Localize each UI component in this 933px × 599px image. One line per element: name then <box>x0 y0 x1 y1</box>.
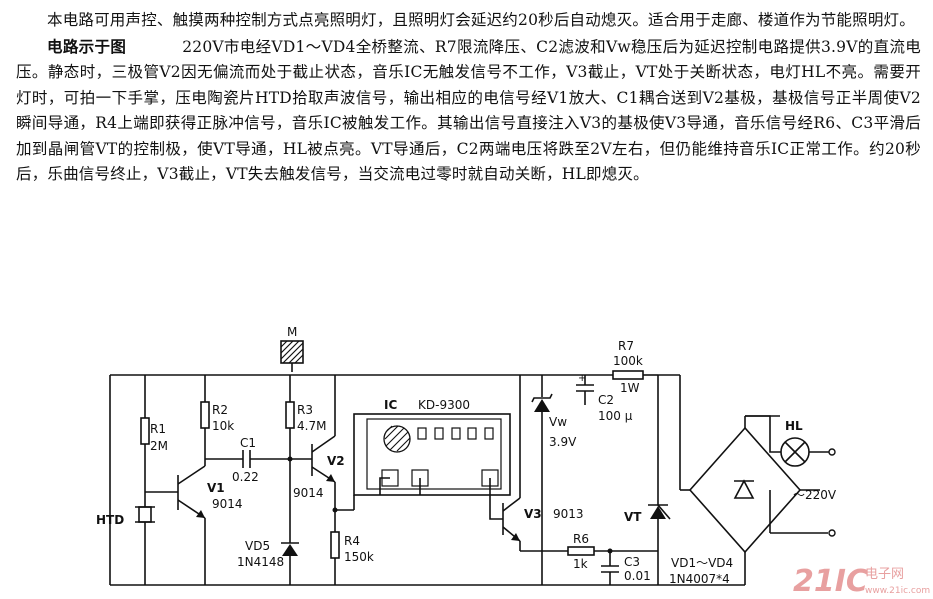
vd5-type: 1N4148 <box>237 555 284 569</box>
r7-value: 100k <box>613 354 643 368</box>
thyristor-vt: VT <box>624 375 671 585</box>
transistor-v3: V3 9013 <box>502 375 584 551</box>
resistor-r2: R2 10k <box>200 375 234 466</box>
vw-value: 3.9V <box>549 435 577 449</box>
v2-type: 9014 <box>293 486 324 500</box>
piezo-htd: HTD <box>96 491 178 585</box>
bridge-label: VD1～VD4 <box>671 556 733 570</box>
c3-label: C3 <box>624 555 640 569</box>
watermark-cn: 电子网 <box>865 567 904 582</box>
capacitor-c1: C1 0.22 <box>205 436 312 484</box>
watermark-url: www.21ic.com <box>865 586 930 596</box>
paragraph-2-body: 220V市电经VD1～VD4全桥整流、R7限流降压、C2滤波和Vw稳压后为延迟控… <box>16 37 921 184</box>
transistor-v2: V2 9014 <box>293 375 345 532</box>
resistor-r4: R4 150k <box>330 495 374 585</box>
r4-value: 150k <box>344 550 374 564</box>
c2-label: C2 <box>598 393 614 407</box>
r6-value: 1k <box>573 557 588 571</box>
resistor-r3: R3 4.7M <box>285 375 326 534</box>
ic-label: IC <box>384 398 397 412</box>
description-text: 本电路可用声控、触摸两种控制方式点亮照明灯，且照明灯会延迟约20秒后自动熄灭。适… <box>16 8 921 188</box>
v3-label: V3 <box>524 507 542 521</box>
r2-value: 10k <box>212 419 234 433</box>
c3-value: 0.01 <box>624 569 651 583</box>
r7-power: 1W <box>620 381 640 395</box>
vd5-label: VD5 <box>245 539 270 553</box>
capacitor-c2: + C2 100 μ <box>542 373 633 423</box>
figure-reference: 电路示于图 <box>47 36 127 56</box>
ic-type: KD-9300 <box>418 398 470 412</box>
r1-value: 2M <box>150 439 168 453</box>
vt-label: VT <box>624 510 642 524</box>
bridge-rectifier: VD1～VD4 1N4007*4 <box>658 374 820 586</box>
capacitor-c3: C3 0.01 <box>601 551 651 585</box>
transistor-v1: V1 9014 <box>177 465 243 585</box>
r3-label: R3 <box>297 403 313 417</box>
diode-vd5: VD5 1N4148 <box>237 534 299 585</box>
bridge-type: 1N4007*4 <box>669 572 730 586</box>
zener-vw: Vw 3.9V <box>531 375 577 585</box>
c1-label: C1 <box>240 436 256 450</box>
vw-label: Vw <box>549 415 567 429</box>
resistor-r7: R7 100k 1W <box>585 339 658 395</box>
resistor-r1: R1 2M <box>140 375 168 507</box>
r6-label: R6 <box>573 532 589 546</box>
touch-plate-m: M <box>280 325 304 372</box>
v1-type: 9014 <box>212 497 243 511</box>
svg-text:+: + <box>578 373 586 384</box>
rails <box>109 374 658 586</box>
c1-value: 0.22 <box>232 470 259 484</box>
watermark-brand: 21IC <box>793 564 868 597</box>
v1-label: V1 <box>207 481 225 495</box>
mains-label: ～220V <box>793 488 837 502</box>
r1-label: R1 <box>150 422 166 436</box>
music-ic: IC KD-9300 <box>353 398 511 496</box>
htd-label: HTD <box>96 513 124 527</box>
v3-type: 9013 <box>553 507 584 521</box>
r2-label: R2 <box>212 403 228 417</box>
r4-label: R4 <box>344 534 360 548</box>
lamp-hl: HL <box>745 415 836 467</box>
mains-terminals: ～220V <box>769 488 837 537</box>
v2-label: V2 <box>327 454 345 468</box>
resistor-r6: R6 1k <box>520 532 658 571</box>
r7-label: R7 <box>618 339 634 353</box>
paragraph-1: 本电路可用声控、触摸两种控制方式点亮照明灯，且照明灯会延迟约20秒后自动熄灭。适… <box>47 11 915 29</box>
hl-label: HL <box>785 419 803 433</box>
r3-value: 4.7M <box>297 419 326 433</box>
c2-value: 100 μ <box>598 409 633 423</box>
watermark: 21IC 电子网 www.21ic.com <box>793 564 930 597</box>
m-label: M <box>287 325 297 339</box>
